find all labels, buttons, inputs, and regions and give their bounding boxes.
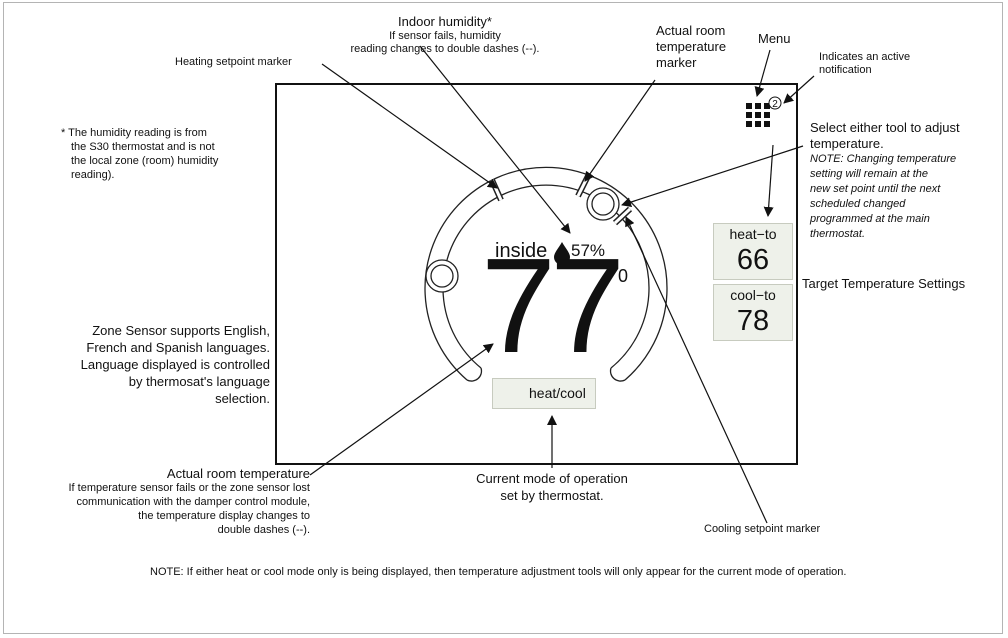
select-note-6: thermostat. <box>810 228 866 240</box>
select-note-4: scheduled changed <box>810 198 906 210</box>
notification-badge[interactable]: 2 <box>768 96 782 110</box>
indoor-humidity-title: Indoor humidity* <box>398 14 492 29</box>
humidity-footnote-3: the local zone (room) humidity <box>71 155 219 167</box>
zone-sensor-note-1: Zone Sensor supports English, <box>92 323 270 338</box>
room-temperature-display: 77 <box>480 230 625 381</box>
select-note-3: new set point until the next <box>810 183 941 195</box>
dial-arc <box>424 166 668 382</box>
cool-to-setting[interactable]: cool−to 78 <box>713 284 793 341</box>
actual-temp-note-3: the temperature display changes to <box>138 510 310 522</box>
heating-setpoint-marker <box>489 178 504 202</box>
humidity-drop-icon <box>554 242 570 265</box>
actual-temp-note-1: If temperature sensor fails or the zone … <box>68 482 310 494</box>
heat-to-value: 66 <box>736 244 770 276</box>
heat-adjust-knob[interactable] <box>425 259 459 293</box>
humidity-footnote-4: reading). <box>71 169 115 181</box>
notification-annotation-1: Indicates an active <box>819 51 911 63</box>
current-mode-annotation-1: Current mode of operation <box>476 471 628 486</box>
select-tool-annotation-1: Select either tool to adjust <box>810 120 960 135</box>
heating-setpoint-annotation: Heating setpoint marker <box>175 56 292 68</box>
notification-annotation-2: notification <box>819 64 872 76</box>
zone-sensor-note-3: Language displayed is controlled <box>80 357 270 372</box>
zone-sensor-note-4: by thermosat's language <box>128 374 270 389</box>
inside-label: inside <box>495 240 548 262</box>
target-temperatures-annotation: Target Temperature Settings <box>802 276 966 291</box>
actual-temp-note-2: communication with the damper control mo… <box>76 496 310 508</box>
leader-lines <box>309 45 815 524</box>
zone-sensor-note-5: selection. <box>215 391 270 406</box>
menu-icon[interactable] <box>746 103 770 127</box>
cooling-setpoint-marker <box>612 206 633 226</box>
cool-adjust-knob[interactable] <box>586 187 620 221</box>
zone-sensor-screen <box>275 83 798 465</box>
notification-count: 2 <box>772 99 778 110</box>
indoor-humidity-note-1: If sensor fails, humidity <box>389 30 501 42</box>
indoor-humidity-note-2: reading changes to double dashes (--). <box>350 43 540 55</box>
current-mode-annotation-2: set by thermostat. <box>500 488 604 503</box>
degree-symbol: 0 <box>618 266 629 286</box>
actual-temp-note-4: double dashes (--). <box>217 524 310 536</box>
select-note-1: NOTE: Changing temperature <box>810 153 957 165</box>
zone-sensor-note-2: French and Spanish languages. <box>86 340 270 355</box>
actual-room-marker-line-1: Actual room <box>656 23 726 38</box>
actual-room-marker-line-2: temperature <box>656 39 727 54</box>
actual-room-marker-line-3: marker <box>656 55 697 70</box>
humidity-reading: 57% <box>571 241 606 260</box>
cool-to-value: 78 <box>736 305 770 337</box>
cooling-setpoint-annotation: Cooling setpoint marker <box>704 523 821 535</box>
bottom-note: NOTE: If either heat or cool mode only i… <box>150 566 847 578</box>
humidity-footnote-1: * The humidity reading is from <box>61 127 207 139</box>
heat-to-setting[interactable]: heat−to 66 <box>713 223 793 280</box>
actual-temp-title: Actual room temperature <box>166 466 310 481</box>
mode-label: heat/cool <box>529 385 586 401</box>
heat-to-label: heat−to <box>729 226 777 242</box>
humidity-footnote-2: the S30 thermostat and is not <box>71 141 215 153</box>
menu-annotation: Menu <box>758 31 791 46</box>
mode-indicator[interactable]: heat/cool <box>492 378 596 409</box>
select-note-5: programmed at the main <box>810 213 930 225</box>
select-note-2: setting will remain at the <box>810 168 928 180</box>
figure-frame <box>3 2 1003 634</box>
select-tool-annotation-2: temperature. <box>810 136 884 151</box>
cool-to-label: cool−to <box>730 287 776 303</box>
